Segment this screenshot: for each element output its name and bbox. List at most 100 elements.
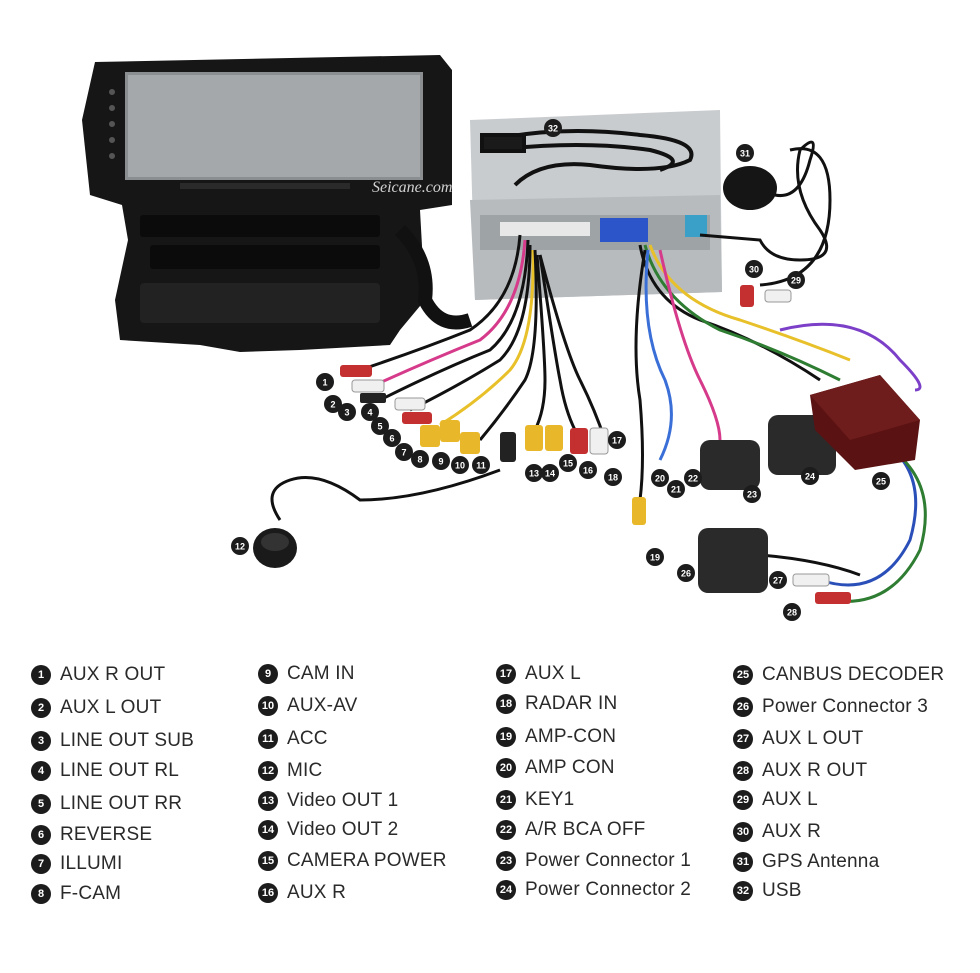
callout-number: 29 xyxy=(791,276,801,286)
legend-label: MIC xyxy=(287,760,323,781)
callout-15: 15 xyxy=(559,454,577,472)
legend-label: Video OUT 2 xyxy=(287,819,399,840)
legend-label: CAM IN xyxy=(287,663,355,684)
callout-number: 18 xyxy=(608,473,618,483)
callout-24: 24 xyxy=(801,467,819,485)
callout-number: 10 xyxy=(455,461,465,471)
callout-2: 2 xyxy=(324,395,342,413)
legend-number-badge: 22 xyxy=(496,820,516,840)
legend-number-badge: 31 xyxy=(733,852,753,872)
legend-number-badge: 11 xyxy=(258,729,278,749)
legend-label: RADAR IN xyxy=(525,693,618,714)
legend-number-badge: 5 xyxy=(31,794,51,814)
legend-label: AMP CON xyxy=(525,757,615,778)
legend-label: AUX L OUT xyxy=(60,697,162,718)
legend-number-badge: 7 xyxy=(31,854,51,874)
legend-label: LINE OUT SUB xyxy=(60,730,195,751)
product-illustration: Seicane.com xyxy=(82,55,927,621)
callout-30: 30 xyxy=(745,260,763,278)
legend-number-badge: 23 xyxy=(496,851,516,871)
legend-item: 19 AMP-CON xyxy=(496,724,616,750)
legend-label: Power Connector 2 xyxy=(525,879,692,900)
callout-number: 8 xyxy=(417,455,422,465)
legend-number-badge: 25 xyxy=(733,665,753,685)
callout-number: 26 xyxy=(681,569,691,579)
callout-number: 11 xyxy=(476,461,486,471)
legend-label: CAMERA POWER xyxy=(287,850,447,871)
legend-number-badge: 10 xyxy=(258,696,278,716)
callout-number: 4 xyxy=(367,408,372,418)
legend-item: 13 Video OUT 1 xyxy=(258,788,398,814)
legend-label: LINE OUT RL xyxy=(60,760,180,781)
legend-label: AUX R xyxy=(762,821,822,842)
legend-number-badge: 2 xyxy=(31,698,51,718)
legend-label: AUX L xyxy=(762,789,818,810)
callout-number: 14 xyxy=(545,469,555,479)
legend-label: CANBUS DECODER xyxy=(762,664,945,685)
legend-item: 5 LINE OUT RR xyxy=(31,791,182,817)
callout-8: 8 xyxy=(411,450,429,468)
callout-18: 18 xyxy=(604,468,622,486)
callout-21: 21 xyxy=(667,480,685,498)
callout-number: 1 xyxy=(322,378,327,388)
callout-22: 22 xyxy=(684,469,702,487)
legend-number-badge: 19 xyxy=(496,727,516,747)
callout-number: 27 xyxy=(773,576,783,586)
legend-number-badge: 17 xyxy=(496,664,516,684)
callout-5: 5 xyxy=(371,417,389,435)
legend-label: LINE OUT RR xyxy=(60,793,183,814)
callout-11: 11 xyxy=(472,456,490,474)
wire-harness-left xyxy=(270,234,607,521)
legend-label: AUX R OUT xyxy=(762,760,868,781)
legend-number-badge: 13 xyxy=(258,791,278,811)
legend-label: F-CAM xyxy=(60,883,122,904)
rca-plugs-left xyxy=(340,365,609,462)
rca-plugs-right xyxy=(740,285,851,604)
callout-number: 6 xyxy=(389,434,394,444)
legend-label: Video OUT 1 xyxy=(287,790,399,811)
callout-number: 2 xyxy=(330,400,335,410)
legend-label: AUX R OUT xyxy=(60,664,166,685)
callout-23: 23 xyxy=(743,485,761,503)
legend-number-badge: 24 xyxy=(496,880,516,900)
callout-number: 9 xyxy=(438,457,443,467)
legend-number-badge: 28 xyxy=(733,761,753,781)
callout-9: 9 xyxy=(432,452,450,470)
legend-label: AUX R xyxy=(287,882,347,903)
legend-number-badge: 9 xyxy=(258,664,278,684)
legend-label: AUX-AV xyxy=(287,695,358,716)
callout-20: 20 xyxy=(651,469,669,487)
legend-number-badge: 15 xyxy=(258,851,278,871)
legend-item: 10 AUX-AV xyxy=(258,693,358,719)
power-connectors xyxy=(632,415,836,593)
legend-label: ACC xyxy=(287,728,328,749)
legend-label: ILLUMI xyxy=(60,853,123,874)
microphone xyxy=(253,528,297,568)
callout-26: 26 xyxy=(677,564,695,582)
legend-label: AMP-CON xyxy=(525,726,617,747)
callout-1: 1 xyxy=(316,373,334,391)
wire-harness-right xyxy=(634,244,927,603)
callout-7: 7 xyxy=(395,443,413,461)
callout-number: 16 xyxy=(583,466,593,476)
callout-3: 3 xyxy=(338,403,356,421)
callout-number: 15 xyxy=(563,459,573,469)
callout-number: 22 xyxy=(688,474,698,484)
callout-number: 7 xyxy=(401,448,406,458)
legend-number-badge: 12 xyxy=(258,761,278,781)
legend-item: 12 MIC xyxy=(258,758,322,784)
callout-4: 4 xyxy=(361,403,379,421)
